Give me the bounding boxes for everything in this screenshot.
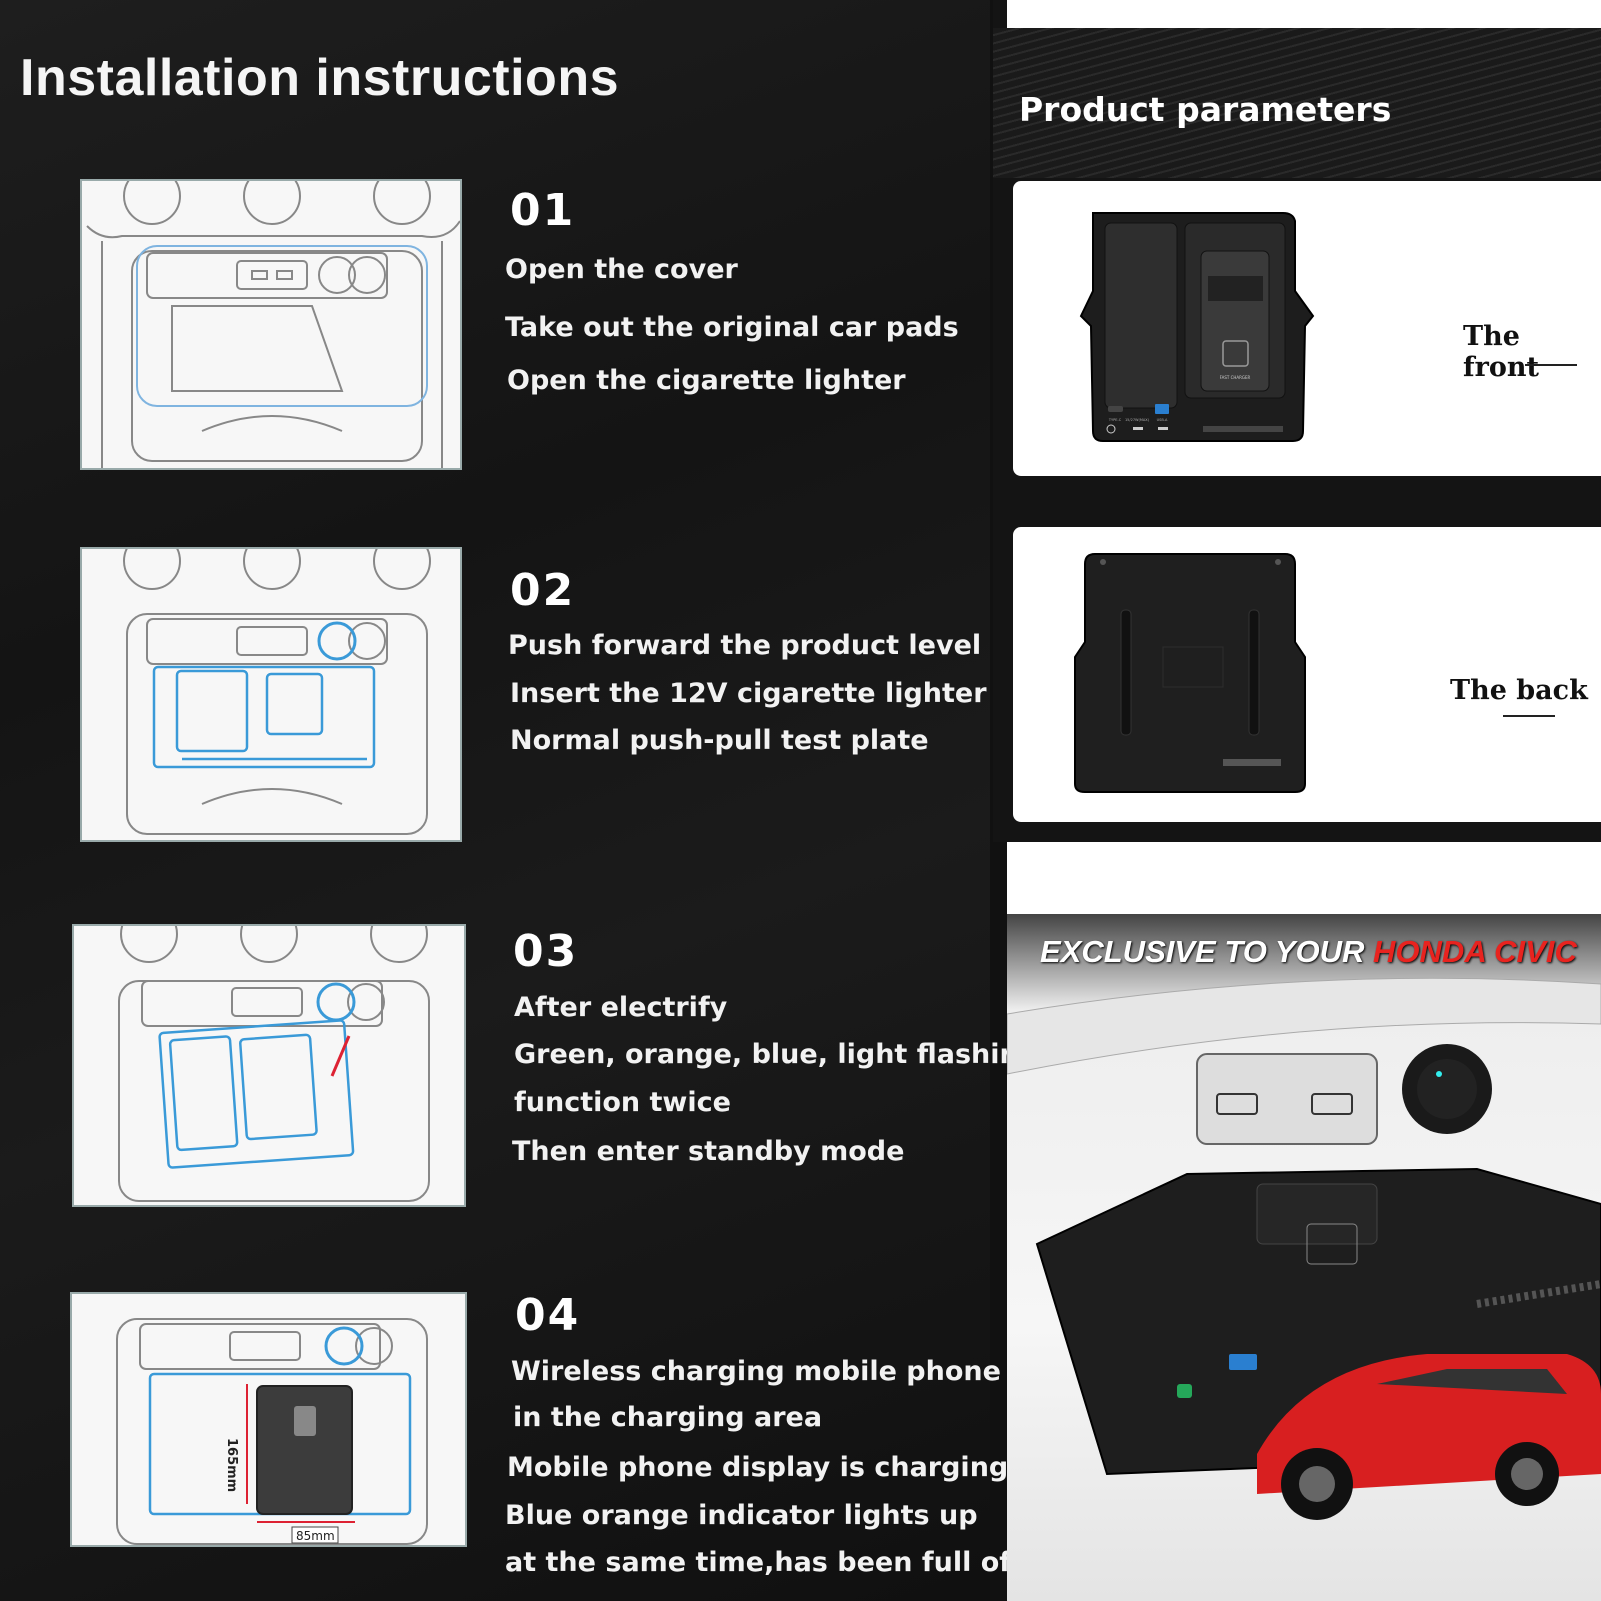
step-4-illustration: 165mm 85mm [70,1292,467,1547]
output-label: 15/27W(MAX) [1125,418,1150,422]
front-view-card: FAST CHARGER TYPE-C 15/27W(MAX) USB-A Th… [1013,181,1601,476]
usb-a-label: USB-A [1157,418,1168,422]
height-dimension: 165mm [224,1438,239,1492]
step-1-line-1: Open the cover [505,254,738,285]
promo-headline-highlight: HONDA CIVIC [1373,934,1577,969]
promo-headline-prefix: EXCLUSIVE TO YOUR [1040,934,1374,969]
step-4-line-3: Mobile phone display is charging [507,1452,1009,1483]
step-3-line-3: function twice [514,1087,731,1118]
back-underline [1503,715,1555,717]
console-sketch-icon [123,549,431,835]
front-underline [1525,364,1577,366]
console-sketch-icon [86,181,460,468]
step-1-line-3: Open the cigarette lighter [507,365,906,396]
top-white-strip [1007,0,1601,28]
step-1-illustration [80,179,462,470]
back-view-card: The back [1013,527,1601,822]
stripe-banner [993,28,1601,178]
width-dimension: 85mm [296,1529,335,1543]
step-2-line-3: Normal push-pull test plate [510,725,929,756]
step-3-line-1: After electrify [514,992,728,1023]
console-sketch-icon [118,926,430,1202]
promo-gap [1007,842,1601,914]
front-label: The front [1463,321,1539,383]
fast-charger-label: FAST CHARGER [1220,375,1251,380]
step-4-line-5: at the same time,has been full of [505,1547,1012,1578]
installed-charger-scene-icon [1007,977,1601,1520]
step-3-illustration [72,924,466,1207]
step-2-number: 02 [510,565,576,616]
step-3-line-4: Then enter standby mode [512,1136,905,1167]
step-2-line-1: Push forward the product level [508,630,982,661]
step-4-line-1: Wireless charging mobile phone [511,1356,1001,1387]
charger-back-icon [1074,553,1306,793]
step-4-number: 04 [515,1290,581,1341]
step-3-line-2: Green, orange, blue, light flashing [514,1039,1039,1070]
step-1-number: 01 [510,185,576,236]
console-sketch-icon: 165mm 85mm [116,1318,428,1545]
back-label: The back [1450,675,1588,706]
step-4-line-4: Blue orange indicator lights up [505,1500,978,1531]
charger-front-icon: FAST CHARGER TYPE-C 15/27W(MAX) USB-A [1079,212,1315,442]
step-3-number: 03 [513,926,579,977]
parameters-title: Product parameters [1019,90,1392,129]
step-2-illustration [80,547,462,842]
step-4-line-2: in the charging area [513,1402,823,1433]
step-1-line-2: Take out the original car pads [505,312,959,343]
installation-title: Installation instructions [20,49,619,107]
promo-panel [1007,914,1601,1601]
type-c-label: TYPE-C [1108,418,1122,422]
promo-headline: EXCLUSIVE TO YOUR HONDA CIVIC [1040,934,1577,970]
step-2-line-2: Insert the 12V cigarette lighter [510,678,987,709]
